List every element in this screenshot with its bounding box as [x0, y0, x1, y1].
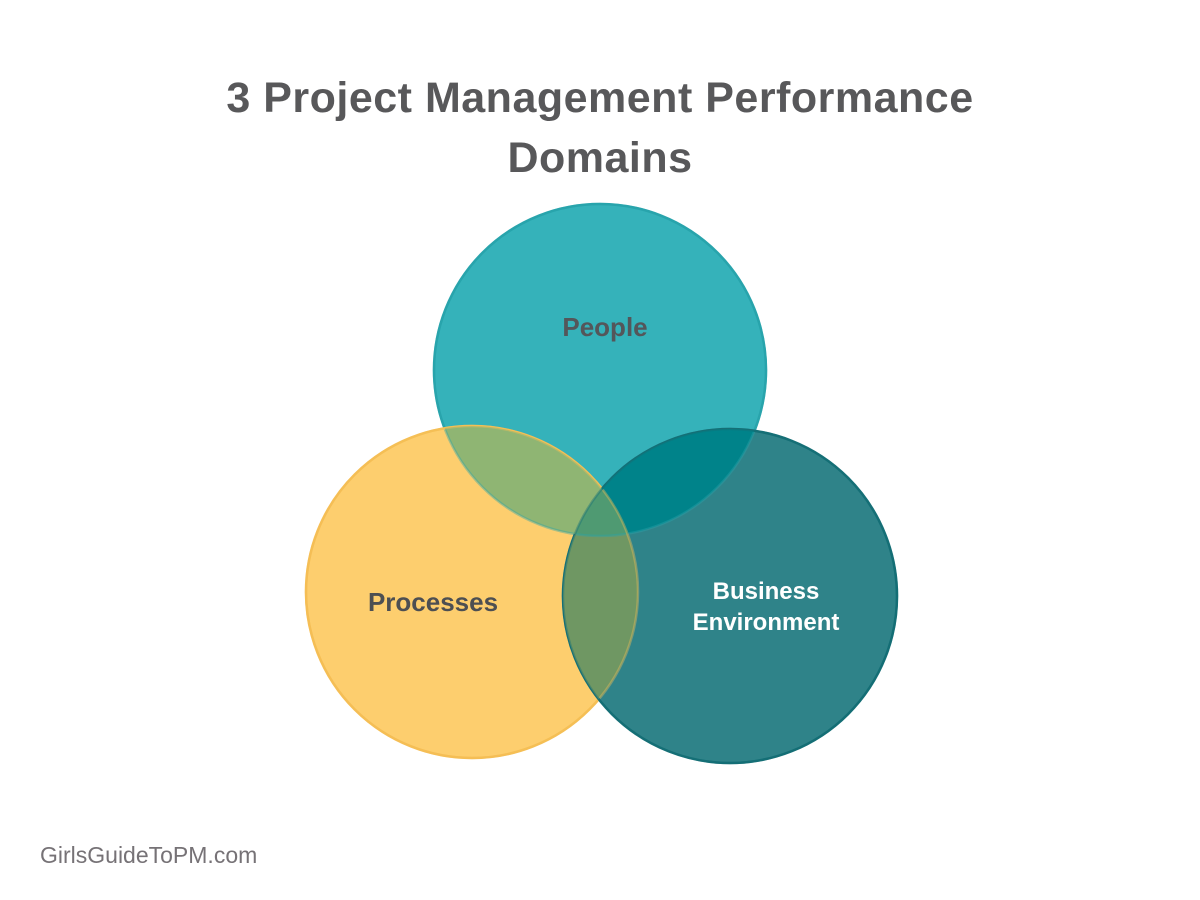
page-title: 3 Project Management Performance Domains: [226, 74, 974, 182]
circle-outlines: [304, 202, 899, 765]
watermark-site-name: GirlsGuideToPM.com: [40, 842, 258, 868]
overlap-people-business: [563, 429, 766, 536]
people-label: People: [562, 312, 648, 342]
business-environment-label: Business Environment: [692, 578, 840, 636]
overlap-people-processes: [434, 426, 638, 536]
processes-label: Processes: [367, 587, 499, 617]
